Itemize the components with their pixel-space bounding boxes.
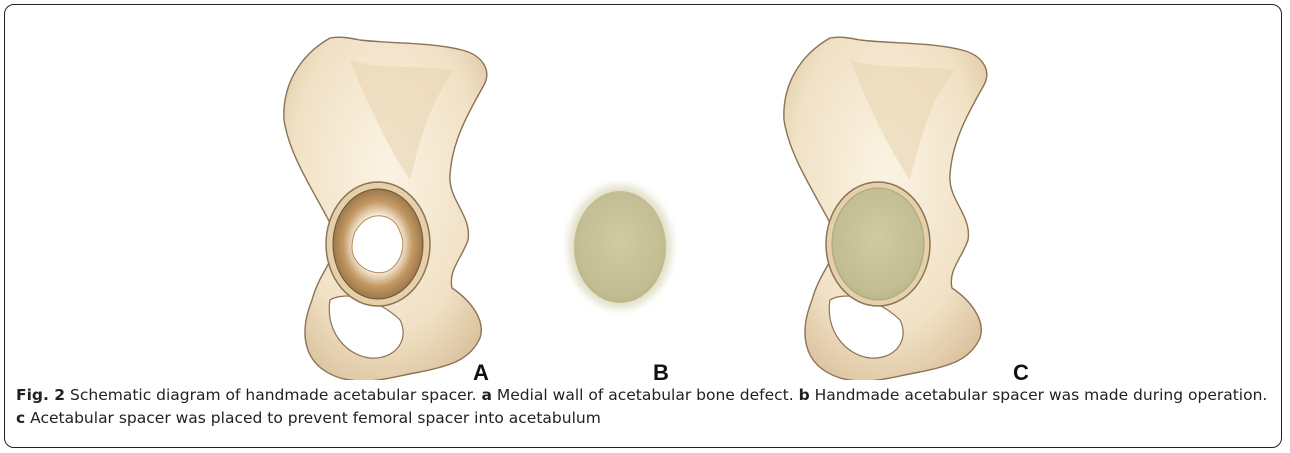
figure-caption: Fig. 2 Schematic diagram of handmade ace… bbox=[16, 384, 1271, 430]
acetabular-spacer-panel-b bbox=[568, 185, 672, 309]
caption-prefix: Fig. 2 bbox=[16, 386, 65, 404]
panel-label-c: C bbox=[1013, 362, 1029, 384]
caption-letter-c: c bbox=[16, 409, 25, 427]
hip-bone-panel-a bbox=[284, 37, 487, 380]
caption-letter-b: b bbox=[799, 386, 810, 404]
acetabular-spacer-b bbox=[574, 191, 666, 303]
caption-text: Schematic diagram of handmade acetabular… bbox=[65, 386, 481, 404]
placed-spacer-c bbox=[832, 188, 924, 300]
caption-part-b: Handmade acetabular spacer was made duri… bbox=[810, 386, 1268, 404]
figure-illustration bbox=[0, 0, 1290, 380]
panel-label-a: A bbox=[473, 362, 489, 384]
caption-part-c: Acetabular spacer was placed to prevent … bbox=[25, 409, 601, 427]
hip-bone-panel-c bbox=[784, 37, 987, 380]
panel-label-b: B bbox=[653, 362, 669, 384]
caption-letter-a: a bbox=[481, 386, 491, 404]
caption-part-a: Medial wall of acetabular bone defect. bbox=[492, 386, 799, 404]
